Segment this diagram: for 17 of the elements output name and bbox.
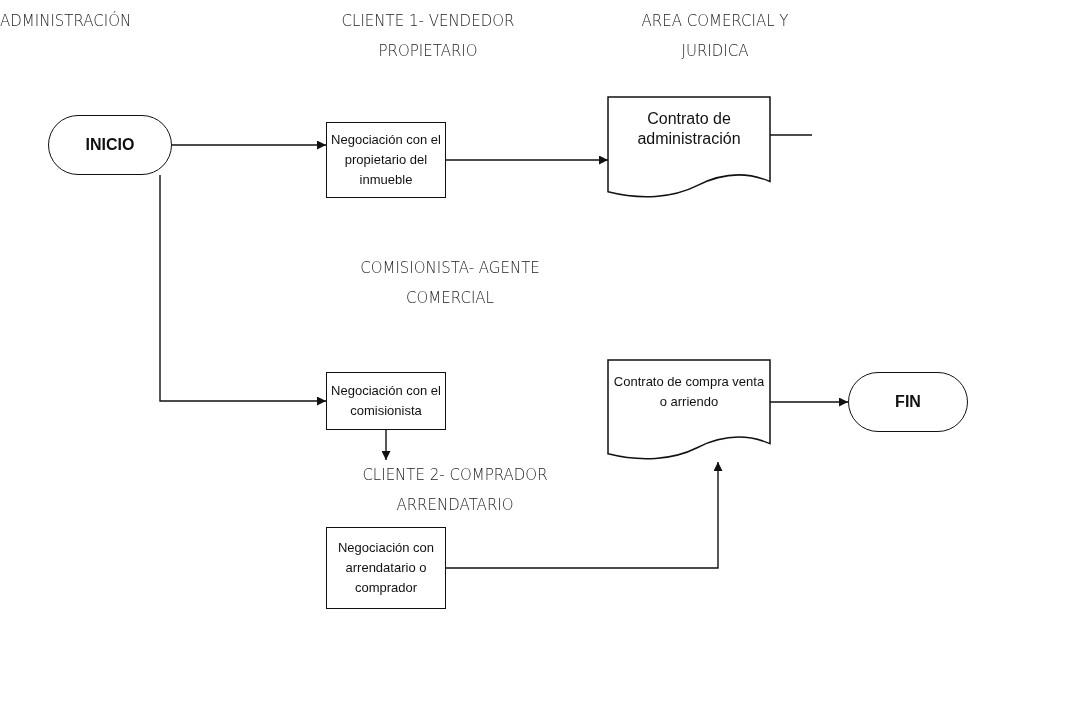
document-shape: Contrato de administración [608,97,770,200]
arrow [171,140,327,150]
arrow [445,461,723,569]
document-shape: Contrato de compra venta o arriendo [608,360,770,462]
column-heading: ADMINISTRACIÓN [0,10,133,32]
process-box: Negociación con el comisionista [326,372,446,430]
arrow [445,155,609,165]
column-heading: AREA COMERCIAL Y JURIDICA [640,11,790,62]
terminator-box: INICIO [48,115,172,175]
column-heading: COMISIONISTA- AGENTE COMERCIAL [359,258,541,309]
column-heading: CLIENTE 2- COMPRADOR ARRENDATARIO [361,465,549,516]
process-box: Negociación con el propietario del inmueble [326,122,446,198]
arrow [381,429,391,461]
terminator-box: FIN [848,372,968,432]
column-heading: CLIENTE 1- VENDEDOR PROPIETARIO [340,11,516,62]
process-box: Negociación con arrendatario o comprador [326,527,446,609]
arrow [159,174,327,406]
